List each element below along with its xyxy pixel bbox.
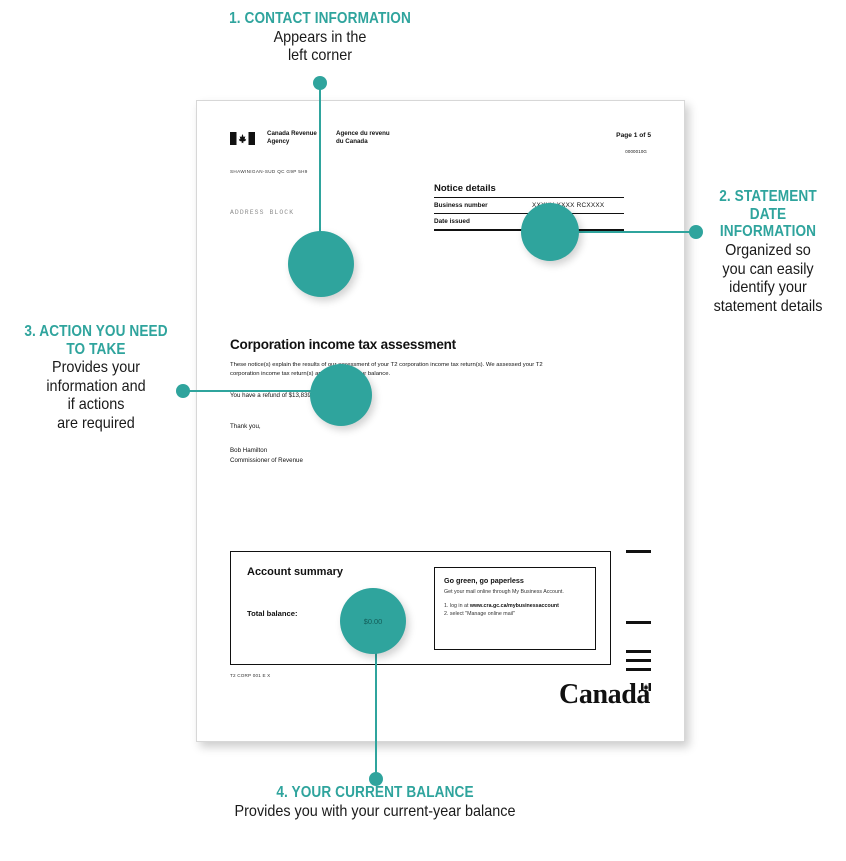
callout-3: 3. ACTION YOU NEED TO TAKE Provides your… xyxy=(12,323,180,434)
connector-dot-4 xyxy=(369,772,383,786)
go-green-step-1: 1. log in at www.cra.gc.ca/mybusinessacc… xyxy=(444,603,586,611)
agency-en-line2: Agency xyxy=(267,137,290,145)
callout-2-body-line4: statement details xyxy=(713,297,823,315)
agency-en-line1: Canada Revenue xyxy=(267,130,317,137)
callout-1-body-line1: Appears in the xyxy=(273,28,367,46)
callout-2-title-line1: 2. STATEMENT DATE xyxy=(719,188,817,223)
callout-4-body-line1: Provides you with your current-year bala… xyxy=(234,802,516,820)
go-green-step-2: 2. select "Manage online mail" xyxy=(444,610,515,617)
step1-prefix: 1. log in at xyxy=(444,602,470,609)
go-green-heading: Go green, go paperless xyxy=(444,576,524,585)
connector-dot-2 xyxy=(689,225,703,239)
business-number-label: Business number xyxy=(434,202,488,210)
table-row: Business number XXXXX XXXX RCXXXX xyxy=(434,198,624,213)
highlight-bubble-2 xyxy=(521,203,579,261)
refund-statement: You have a refund of $13,839.75. xyxy=(230,392,322,400)
business-number-value: XXXXX XXXX RCXXXX xyxy=(532,202,605,210)
go-green-paragraph: Get your mail online through My Business… xyxy=(444,589,564,595)
connector-line-2 xyxy=(560,231,695,234)
connector-line-1 xyxy=(319,82,322,252)
callout-3-body-line3: if actions xyxy=(67,396,125,414)
notice-details-top-rule xyxy=(434,197,624,199)
agency-fr-line2: du Canada xyxy=(336,137,368,145)
total-balance-label: Total balance: xyxy=(247,609,298,618)
callout-3-body-line4: are required xyxy=(57,414,135,432)
registration-mark xyxy=(626,621,651,624)
go-green-box: Go green, go paperless Get your mail onl… xyxy=(434,567,596,650)
wordmark-flag-icon xyxy=(641,683,651,691)
connector-line-3 xyxy=(183,390,343,393)
connector-line-4 xyxy=(375,640,378,780)
connector-dot-3 xyxy=(176,384,190,398)
connector-dot-1 xyxy=(313,76,327,90)
registration-mark xyxy=(626,668,651,671)
total-balance-value: $0.00 xyxy=(363,616,383,626)
canada-wordmark-text: Canada xyxy=(559,679,650,710)
callout-4: 4. YOUR CURRENT BALANCE Provides you wit… xyxy=(170,784,580,821)
signer-title: Commissioner of Revenue xyxy=(230,456,303,464)
callout-2-body-line2: you can easily xyxy=(722,260,814,278)
mybusinessaccount-link[interactable]: www.cra.gc.ca/mybusinessaccount xyxy=(469,602,559,609)
highlight-bubble-3 xyxy=(310,364,372,426)
address-city-line: SHAWINIGAN-SUD QC G9P 5H9 xyxy=(230,169,308,174)
registration-mark xyxy=(626,550,651,553)
callout-3-title-line1: 3. ACTION YOU NEED xyxy=(24,323,168,340)
account-summary-box: Account summary Total balance: Go green,… xyxy=(230,551,611,665)
callout-3-body-line1: Provides your xyxy=(51,359,141,377)
registration-mark xyxy=(626,659,651,662)
callout-3-body: Provides your information and if actions… xyxy=(20,359,171,433)
signer-name: Bob Hamilton xyxy=(230,447,268,455)
callout-2: 2. STATEMENT DATE INFORMATION Organized … xyxy=(693,188,843,316)
callout-1-body: Appears in the left corner xyxy=(194,29,446,66)
go-green-steps: 1. log in at www.cra.gc.ca/mybusinessacc… xyxy=(444,603,586,619)
agency-fr-line1: Agence du revenu xyxy=(336,130,390,137)
closing-line: Thank you, xyxy=(230,423,261,431)
callout-4-body: Provides you with your current-year bala… xyxy=(191,803,560,822)
highlight-bubble-4: $0.00 xyxy=(340,588,406,654)
canada-flag-icon xyxy=(230,132,255,145)
assessment-paragraph: These notice(s) explain the results of o… xyxy=(230,362,543,378)
assessment-title: Corporation income tax assessment xyxy=(230,337,456,352)
callout-1: 1. CONTACT INFORMATION Appears in the le… xyxy=(180,10,460,66)
callout-2-body-line3: identify your xyxy=(729,279,807,297)
registration-mark xyxy=(626,650,651,653)
signature-block: Bob Hamilton Commissioner of Revenue xyxy=(230,446,560,465)
notice-details-heading: Notice details xyxy=(434,183,496,194)
cra-notice-document: Canada Revenue Agency Agence du revenu d… xyxy=(196,100,685,742)
canada-wordmark: Canada xyxy=(559,679,651,711)
agency-name-fr: Agence du revenu du Canada xyxy=(336,130,390,146)
address-block: ADDRESS BLOCK xyxy=(230,209,295,216)
date-issued-label: Date issued xyxy=(434,218,470,226)
assessment-body: Corporation income tax assessment These … xyxy=(230,337,560,465)
account-summary-heading: Account summary xyxy=(247,566,343,578)
callout-1-body-line2: left corner xyxy=(287,47,353,65)
callout-3-title-line2: TO TAKE xyxy=(66,340,126,358)
callout-4-title: 4. YOUR CURRENT BALANCE xyxy=(276,784,474,801)
callout-2-body: Organized so you can easily identify you… xyxy=(701,242,836,316)
callout-2-title: 2. STATEMENT DATE INFORMATION xyxy=(702,188,834,241)
callout-3-title: 3. ACTION YOU NEED TO TAKE xyxy=(22,323,170,358)
form-code: T2 CORP 001 E X xyxy=(230,673,271,678)
agency-name-en: Canada Revenue Agency xyxy=(267,130,317,146)
reference-number: 0000010G xyxy=(625,149,647,154)
page-indicator: Page 1 of 5 xyxy=(616,132,651,139)
callout-3-body-line2: information and xyxy=(46,377,146,395)
callout-2-body-line1: Organized so xyxy=(725,241,811,259)
callout-2-title-line2: INFORMATION xyxy=(719,223,817,241)
callout-1-title: 1. CONTACT INFORMATION xyxy=(229,10,411,27)
highlight-bubble-1 xyxy=(288,231,354,297)
